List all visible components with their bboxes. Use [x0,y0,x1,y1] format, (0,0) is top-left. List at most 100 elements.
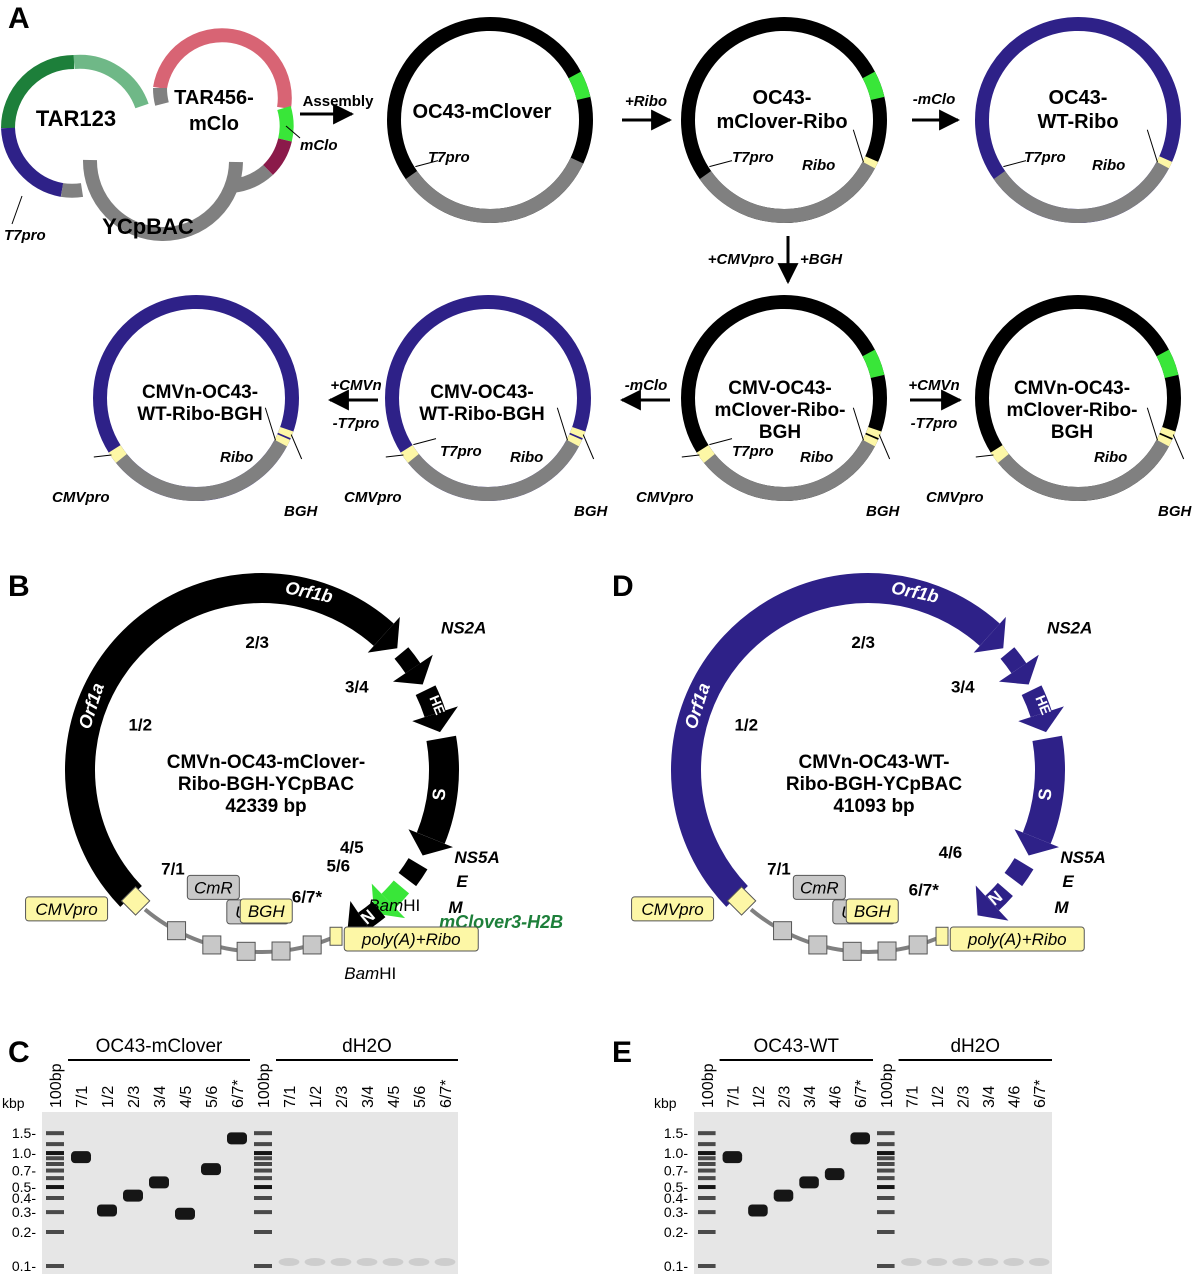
sample-band [824,1168,845,1181]
ladder-band [877,1196,895,1200]
mclover-segment [1156,349,1179,379]
plasmid3-label-1: OC43- [1049,87,1108,109]
ladder-band [877,1176,895,1181]
ladder-band [254,1210,272,1215]
genome-map-d: Orf1aOrf1bHESNNS2ANS5AEM1/22/33/44/66/7*… [631,573,1106,961]
junction-2-3: 2/3 [851,633,875,652]
orf1b-arrowhead [367,616,400,653]
panel-b: B Orf1aOrf1bHESNNS2ANS5AEMmClover3-H2B1/… [8,570,563,983]
ladder-band [46,1168,64,1173]
lane-label: 6/7* [1032,1080,1049,1108]
sample-band [773,1189,794,1202]
m-label: M [1054,898,1069,917]
e-label: E [1062,872,1074,891]
polya-label: poly(A)+Ribo [967,930,1067,949]
gene-2 [202,935,222,955]
map-b-title-1: CMVn-OC43-mClover- [167,752,365,773]
bgh-segment [277,426,294,439]
marker-label: 0.3- [664,1204,688,1220]
ladder-band [254,1176,272,1181]
dimer-smudge [901,1258,922,1266]
s-label: S [1034,787,1055,801]
step-mclo-left: -mClo [625,377,668,394]
gene-2 [808,935,828,955]
marker-label: 0.1- [664,1258,688,1274]
lane-label: 100bp [256,1063,273,1108]
ladder-band [877,1162,895,1166]
lane-label: 3/4 [152,1086,169,1108]
n-block [358,901,386,930]
ladder-band [46,1176,64,1181]
plasmid7-label-1: CMVn-OC43- [142,382,258,403]
plasmid4-label-1: CMV-OC43- [728,378,831,399]
bamhi-1-plain: HI [403,896,420,915]
gene-5 [302,935,322,955]
panel-e-label: E [612,1036,632,1069]
ribo-tick [852,129,864,163]
cmvpro-label: CMVpro [35,900,97,919]
ribo-tick [556,407,568,441]
bgh-segment [865,426,882,439]
orf1b-arrowhead [973,616,1006,653]
marker-label: 1.0- [664,1145,688,1161]
cmvpro-label-box [25,896,109,922]
dimer-smudge [926,1258,948,1266]
ladder-band [254,1131,272,1136]
junction-6-7: 6/7* [292,887,323,906]
ladder-band [254,1142,272,1147]
lane-label: 4/6 [828,1086,845,1108]
junction-4-5: 4/5 [340,838,364,857]
map-b-title-2: Ribo-BGH-YCpBAC [178,774,355,795]
cmvpro-segment [108,445,127,463]
ribo-tick [1146,407,1158,441]
ns5a-e-m-block [398,857,428,887]
lane-label: 7/1 [725,1086,742,1108]
he-arrowhead [1018,706,1064,733]
sample-band [722,1151,743,1164]
panel-a: A T7pro TAR123 mClo TAR456- mClo YCpBAC [1,2,1193,520]
he-arrowhead [412,706,458,733]
ladder-band [698,1196,716,1200]
s-arrowhead [408,829,453,856]
bgh-box [935,926,949,946]
cmr-gene [167,921,187,941]
ladder-band [254,1230,272,1234]
ladder-band [46,1230,64,1234]
map-d-title-3: 41093 bp [833,796,914,817]
plasmid5-cmvpro: CMVpro [926,489,984,506]
cmvpro-tick [975,454,994,458]
sample-band [123,1189,143,1202]
bamhi-label-1: BamHI [368,896,420,915]
ladder-band [698,1185,716,1190]
ladder-band [877,1210,895,1215]
ladder-band [254,1185,272,1190]
ladder-band [254,1168,272,1173]
plasmid-oc43-mclover [387,17,593,223]
ladder-band [877,1264,895,1268]
ns2a-block [394,647,421,674]
ladder-band [698,1142,716,1147]
n-block [985,882,1013,911]
lane-label: 5/6 [204,1086,221,1108]
ribo-segment [274,434,291,447]
lane-label: 7/1 [904,1086,921,1108]
n-arrowhead [975,885,1009,921]
tar456-fragment: mClo [153,28,338,193]
ns5a-e-m-block [1004,857,1034,887]
dimer-smudge [977,1258,999,1266]
plasmid6-t7pro: T7pro [440,443,482,460]
plasmid-cmv-oc43-mclover-ribo-bgh [681,295,891,501]
lane-label: 4/5 [178,1086,195,1108]
cmvpro-segment [696,445,715,463]
bgh-label: BGH [248,902,286,921]
dimer-smudge [304,1258,326,1266]
lane-label: 3/4 [981,1086,998,1108]
polya-label-box [343,926,479,952]
gene-3 [842,941,862,961]
lane-label: 2/3 [777,1086,794,1108]
bamhi-2-plain: HI [379,964,396,983]
marker-label: 0.7- [12,1163,36,1179]
ladder-band [877,1156,895,1161]
lane-label: 6/7* [438,1080,455,1108]
